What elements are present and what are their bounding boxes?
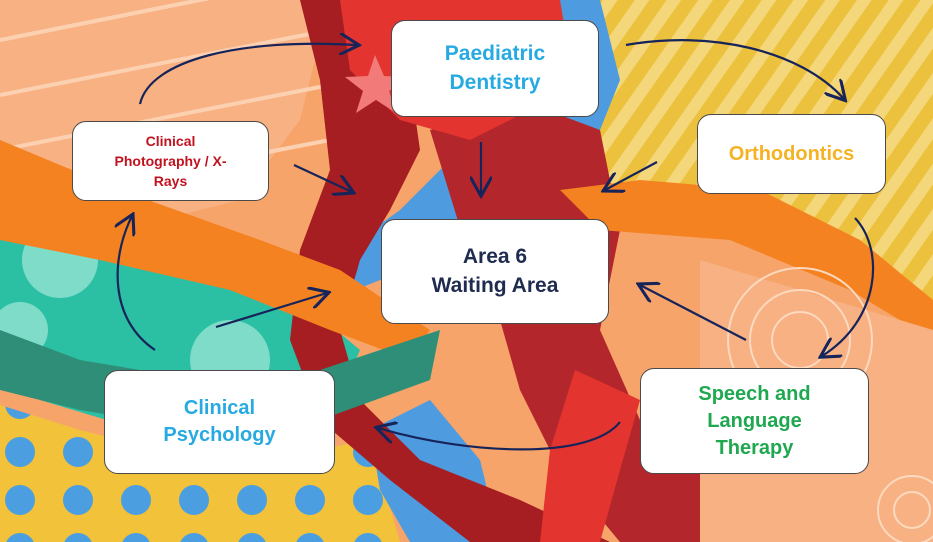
- arrow-photography-to-waiting: [293, 164, 352, 192]
- node-speech-language-therapy: Speech and Language Therapy: [640, 368, 869, 474]
- arrow-psychology-to-waiting: [215, 293, 327, 329]
- arrow-orthodontics-to-speech: [822, 217, 875, 356]
- node-clinical-photography: Clinical Photography / X- Rays: [72, 121, 269, 201]
- node-waiting-area: Area 6 Waiting Area: [381, 219, 609, 324]
- arrow-photography-to-paediatric: [138, 44, 357, 105]
- node-clinical-psychology: Clinical Psychology: [104, 370, 335, 474]
- node-paediatric-dentistry: Paediatric Dentistry: [391, 20, 599, 117]
- arrow-orthodontics-to-waiting: [605, 161, 658, 190]
- node-clinical-photography-label: Clinical Photography / X- Rays: [114, 132, 227, 190]
- arrow-paediatric-to-orthodontics: [625, 39, 844, 99]
- node-orthodontics: Orthodontics: [697, 114, 886, 194]
- node-orthodontics-label: Orthodontics: [728, 142, 855, 165]
- arrow-speech-to-waiting: [640, 285, 747, 341]
- node-waiting-area-label: Area 6 Waiting Area: [431, 245, 559, 297]
- arrow-psychology-to-photography: [118, 216, 156, 351]
- node-clinical-psychology-label: Clinical Psychology: [163, 397, 276, 446]
- arrow-speech-to-psychology: [378, 422, 621, 451]
- node-speech-language-therapy-label: Speech and Language Therapy: [698, 382, 811, 459]
- node-paediatric-dentistry-label: Paediatric Dentistry: [444, 42, 546, 94]
